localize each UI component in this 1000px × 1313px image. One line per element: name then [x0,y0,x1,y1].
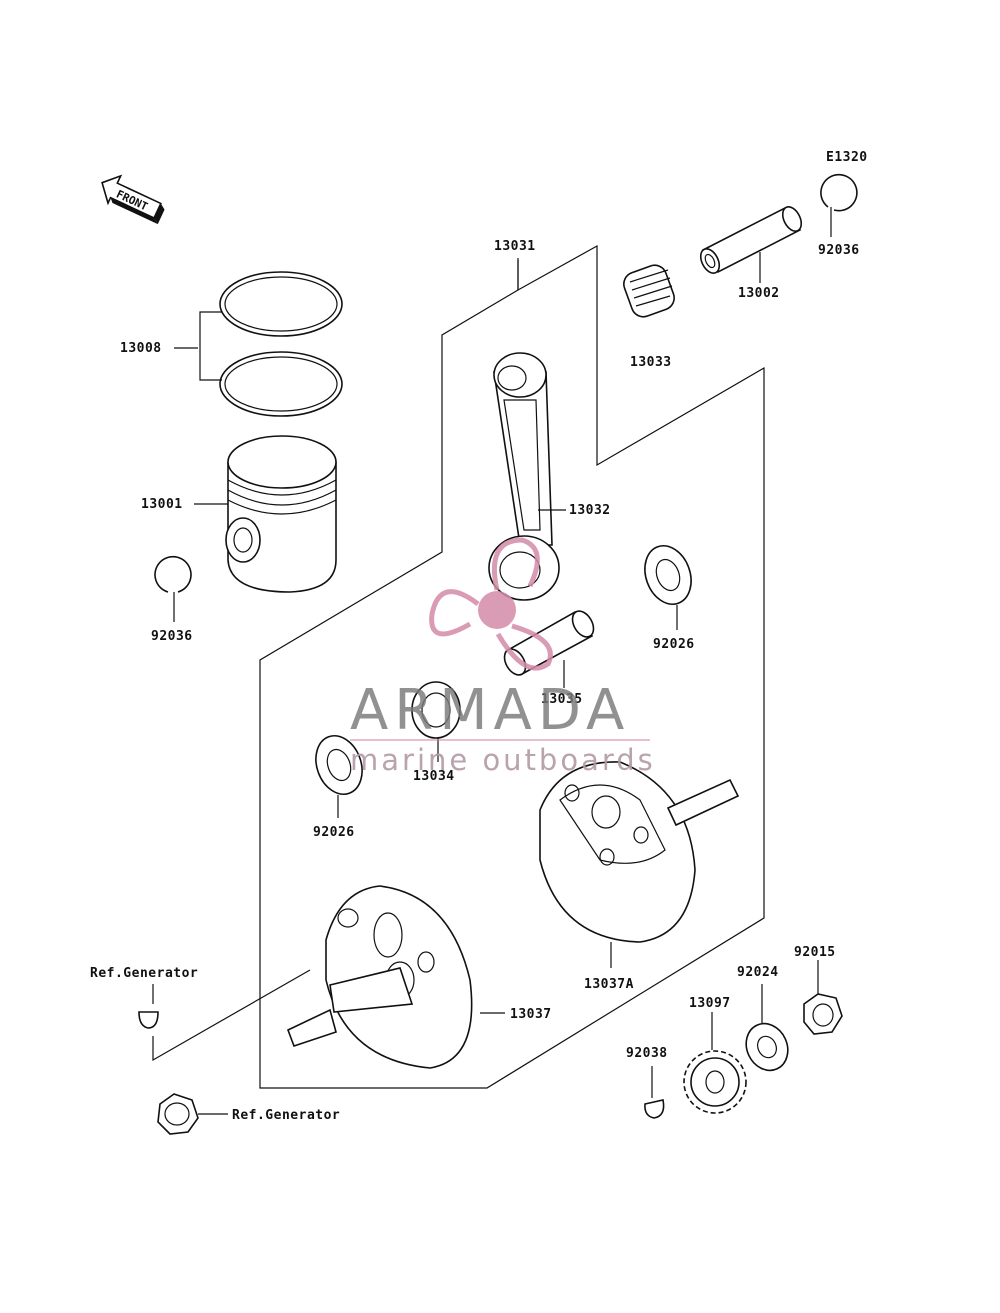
circlip-left-icon [154,555,192,622]
flange-nut-ref-icon [157,1093,228,1135]
watermark-brand: ARMADA [350,678,630,743]
lock-washer-icon [745,984,789,1072]
label-13001: 13001 [141,497,183,512]
label-92026-left: 92026 [313,825,355,840]
woodruff-key-ref-icon [138,969,311,1062]
needle-bearing-large-icon [411,681,461,762]
label-13031: 13031 [494,239,536,254]
label-13034: 13034 [413,769,455,784]
label-13035: 13035 [541,692,583,707]
armada-logo-icon [429,537,553,671]
label-13002: 13002 [738,286,780,301]
watermark-tagline: marine outboards [350,743,656,777]
label-13037: 13037 [510,1007,552,1022]
thrust-washer-right-icon [644,545,692,630]
thrust-washer-left-icon [315,735,363,818]
label-92026-right: 92026 [653,637,695,652]
label-13008: 13008 [120,341,162,356]
label-13033: 13033 [630,355,672,370]
gear-icon [683,1012,747,1114]
label-92024: 92024 [737,965,779,980]
label-13097: 13097 [689,996,731,1011]
piston-icon [194,435,337,593]
needle-bearing-small-icon [623,264,675,318]
diagram-code: E1320 [826,150,868,165]
piston-rings-icon [174,271,343,417]
crankshaft-half-a-icon [539,761,740,968]
hex-nut-icon [803,960,843,1035]
label-13032: 13032 [569,503,611,518]
label-ref-generator-key: Ref.Generator [90,966,198,981]
label-92036-left: 92036 [151,629,193,644]
label-13037A: 13037A [584,977,634,992]
woodruff-key-icon [644,1066,665,1119]
circlip-icon [820,173,858,237]
label-92036-top: 92036 [818,243,860,258]
crankshaft-half-icon [286,885,505,1069]
label-92038: 92038 [626,1046,668,1061]
connecting-rod-icon [488,352,566,601]
connecting-rod-group-outline [259,244,765,1089]
piston-pin-icon [699,206,803,283]
front-arrow-icon: FRONT [101,174,165,225]
label-92015: 92015 [794,945,836,960]
label-ref-generator-nut: Ref.Generator [232,1108,340,1123]
